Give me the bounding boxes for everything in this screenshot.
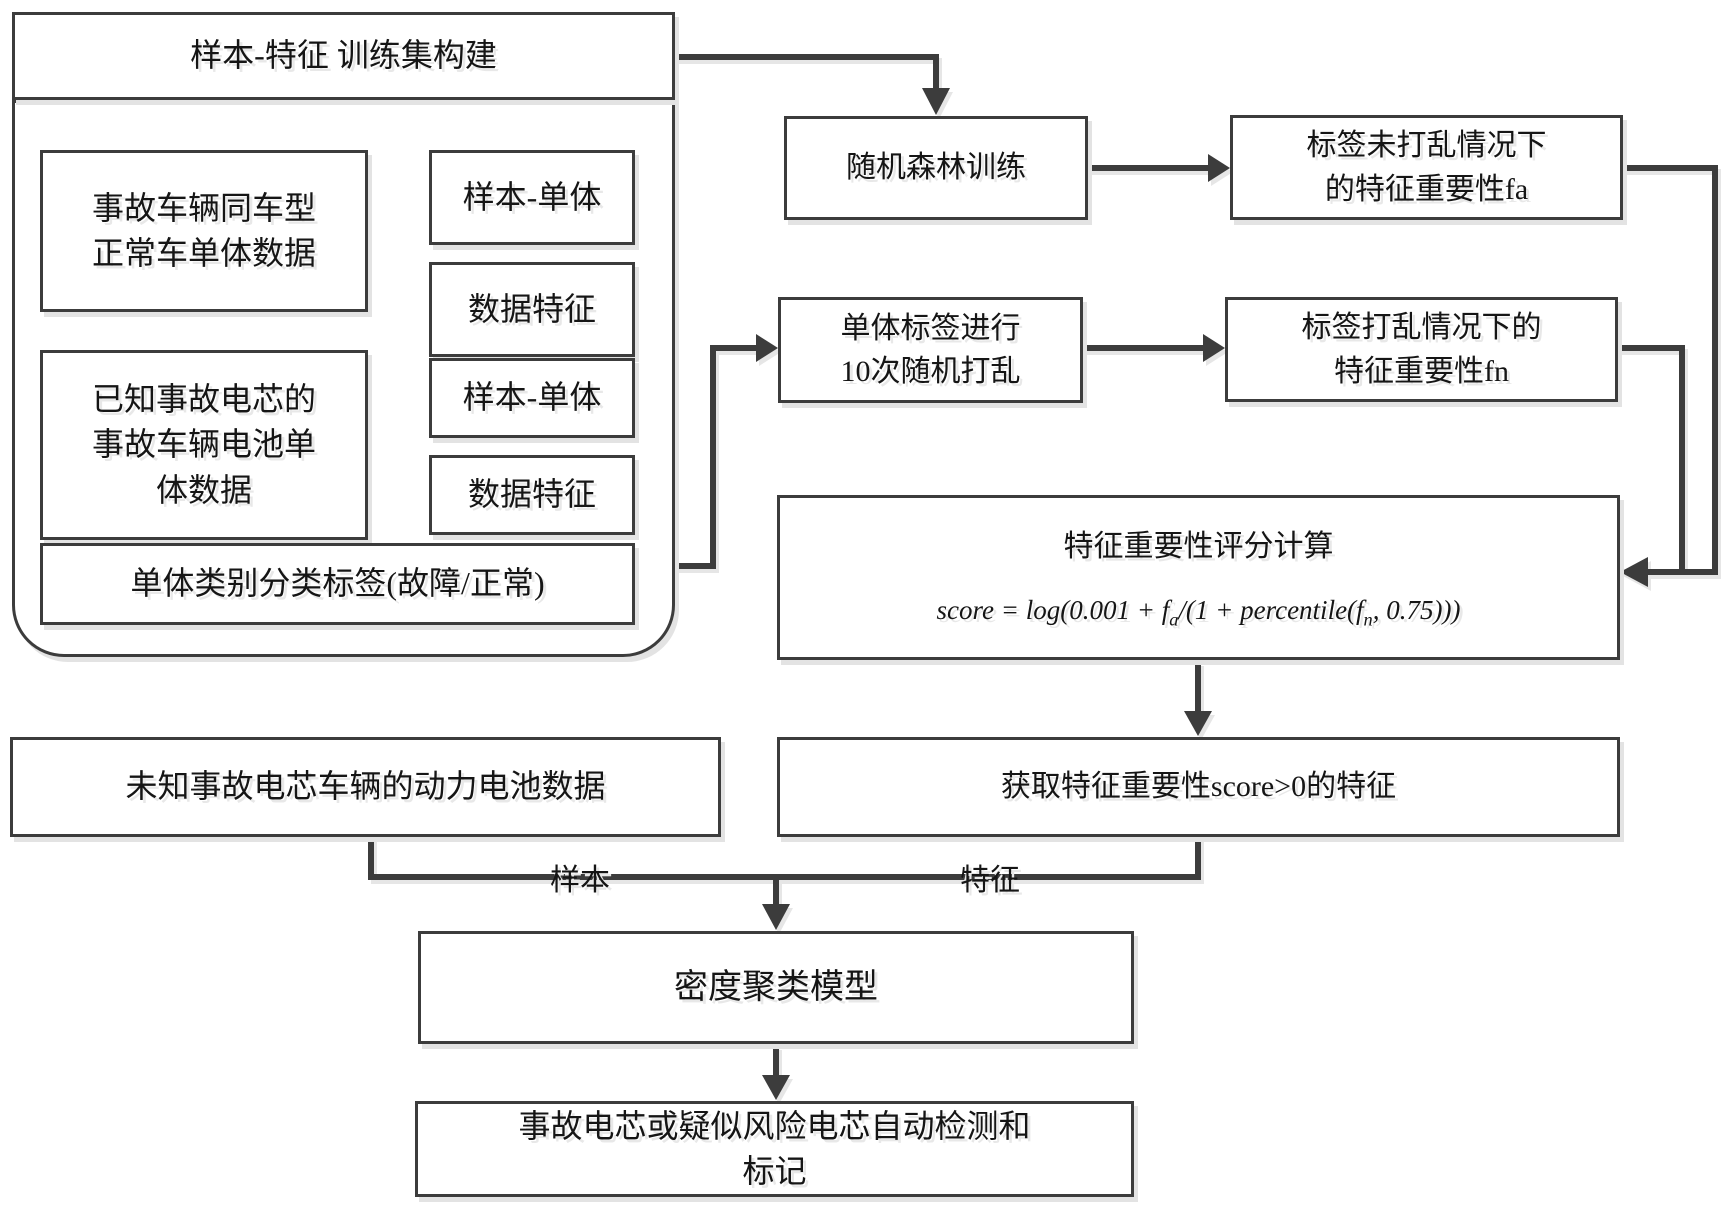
fa-importance-box: 标签未打乱情况下 的特征重要性fa — [1230, 115, 1623, 220]
score-formula-sub-a: a — [1169, 609, 1179, 630]
known-accident-data-box: 已知事故电芯的 事故车辆电池单 体数据 — [40, 350, 368, 540]
normal-vehicle-data-line1: 事故车辆同车型 — [91, 189, 316, 226]
fn-importance-line2: 特征重要性fn — [1334, 354, 1509, 388]
normal-vehicle-data-box: 事故车辆同车型 正常车单体数据 — [40, 150, 368, 312]
connector-title-to-random-forest — [675, 54, 939, 90]
score-formula: score = log(0.001 + fa/(1 + percentile(f… — [937, 595, 1461, 630]
normal-data-feature-box: 数据特征 — [429, 262, 635, 357]
random-forest-label: 随机森林训练 — [846, 151, 1026, 185]
normal-sample-cell-label: 样本-单体 — [462, 178, 602, 215]
final-detection-line1: 事故电芯或疑似风险电芯自动检测和 — [518, 1107, 1031, 1144]
known-sample-cell-label: 样本-单体 — [462, 379, 602, 416]
density-model-box: 密度聚类模型 — [418, 931, 1134, 1044]
arrowhead-score-calc — [1620, 557, 1648, 587]
known-accident-data-line3: 体数据 — [155, 471, 252, 508]
cell-class-label: 单体类别分类标签(故障/正常) — [130, 565, 545, 602]
fa-importance-line1: 标签未打乱情况下 — [1306, 129, 1547, 162]
score-calc-box: 特征重要性评分计算 score = log(0.001 + fa/(1 + pe… — [777, 495, 1620, 660]
normal-data-feature-label: 数据特征 — [467, 290, 596, 327]
select-features-box: 获取特征重要性score>0的特征 — [777, 737, 1620, 837]
random-forest-box: 随机森林训练 — [784, 116, 1088, 220]
known-accident-data-line1: 已知事故电芯的 — [91, 380, 316, 417]
fa-importance-line2: 的特征重要性fa — [1324, 172, 1529, 206]
known-accident-data-line2: 事故车辆电池单 — [91, 426, 316, 463]
label-shuffle-box: 单体标签进行 10次随机打乱 — [778, 297, 1083, 403]
unknown-data-label: 未知事故电芯车辆的动力电池数据 — [125, 768, 606, 805]
arrowhead-density-model — [762, 904, 790, 930]
known-data-feature-label: 数据特征 — [467, 476, 596, 513]
label-shuffle-line2: 10次随机打乱 — [840, 355, 1021, 388]
known-sample-cell-box: 样本-单体 — [429, 358, 635, 438]
normal-vehicle-data-line2: 正常车单体数据 — [91, 235, 316, 271]
arrowhead-final — [762, 1075, 790, 1100]
arrowhead-shuffle — [756, 334, 778, 362]
connector-merge-line — [368, 837, 1201, 880]
arrowhead-fa — [1208, 154, 1230, 182]
select-features-label: 获取特征重要性score>0的特征 — [1000, 770, 1397, 804]
edge-label-sample: 样本 — [550, 864, 610, 897]
score-formula-part3: , 0.75))) — [1372, 594, 1461, 625]
edge-label-feature: 特征 — [960, 864, 1020, 897]
score-formula-part1: score = log(0.001 + f — [936, 594, 1170, 625]
final-detection-box: 事故电芯或疑似风险电芯自动检测和 标记 — [415, 1101, 1134, 1197]
final-detection-line2: 标记 — [742, 1153, 807, 1189]
score-formula-sub-n: n — [1363, 609, 1373, 630]
fn-importance-box: 标签打乱情况下的 特征重要性fn — [1225, 297, 1618, 402]
arrowhead-fn — [1203, 334, 1225, 362]
fn-importance-line1: 标签打乱情况下的 — [1301, 311, 1542, 344]
score-formula-part2: /(1 + percentile(f — [1178, 594, 1364, 625]
training-set-title: 样本-特征 训练集构建 — [190, 37, 497, 74]
score-calc-title: 特征重要性评分计算 — [1063, 529, 1334, 563]
connector-fn-to-score-calc — [1618, 345, 1685, 572]
known-data-feature-box: 数据特征 — [429, 455, 635, 535]
unknown-data-box: 未知事故电芯车辆的动力电池数据 — [10, 737, 721, 837]
training-set-title-box: 样本-特征 训练集构建 — [12, 12, 675, 100]
arrowhead-random-forest — [922, 88, 950, 115]
connector-fa-to-score-calc — [1623, 165, 1718, 575]
density-model-label: 密度聚类模型 — [674, 968, 878, 1006]
cell-class-label-box: 单体类别分类标签(故障/正常) — [40, 543, 635, 625]
normal-sample-cell-box: 样本-单体 — [429, 150, 635, 245]
label-shuffle-line1: 单体标签进行 — [840, 311, 1021, 345]
arrowhead-select-features — [1184, 711, 1212, 736]
